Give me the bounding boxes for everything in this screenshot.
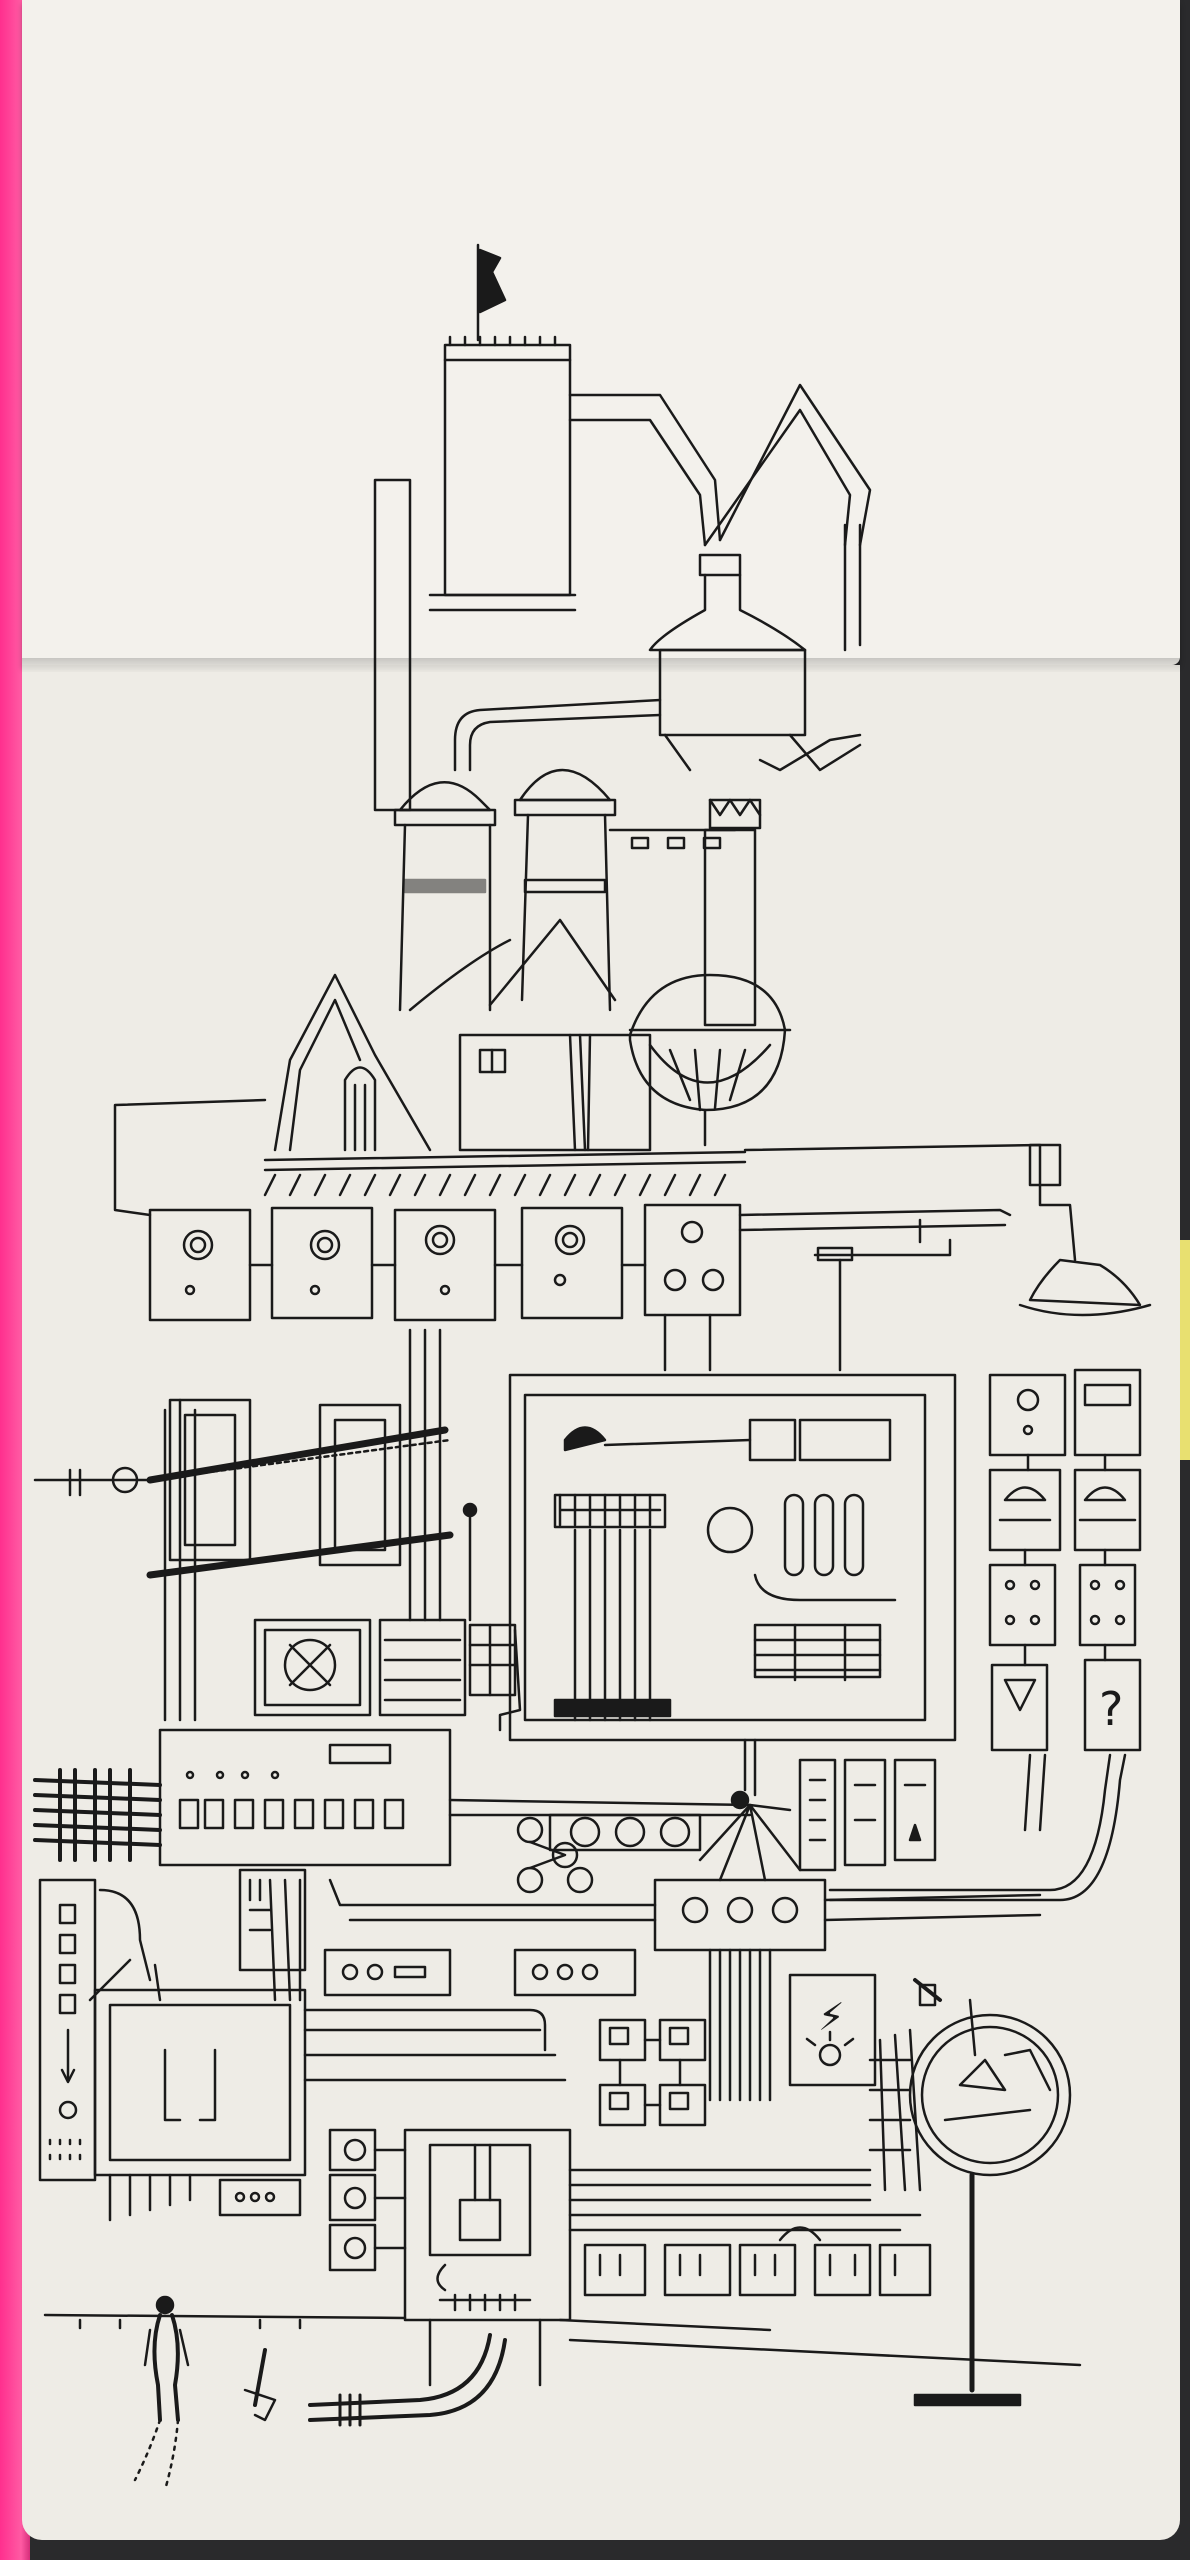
coil-assembly: [35, 1330, 476, 1720]
main-control-panel: [510, 1375, 955, 1740]
standing-figure: [135, 2297, 188, 2490]
tower: [430, 337, 575, 610]
flag: [478, 245, 505, 340]
question-mark-label: ?: [1099, 1682, 1123, 1736]
pipe-assembly: [455, 650, 860, 770]
lightning-icon: ⚡: [818, 1995, 845, 2039]
lower-circuit-board: [330, 2130, 570, 2385]
relay-strip: [570, 2170, 930, 2295]
left-gauge-panel: [40, 1880, 160, 2180]
sketchbook-page-top: [22, 0, 1180, 665]
globe-tank: [630, 975, 790, 1145]
floor-line: [45, 2315, 1080, 2365]
sticky-tab: [1178, 1240, 1190, 1460]
socket-strip: [240, 1870, 635, 2000]
big-dial: [870, 1980, 1070, 2405]
switch-cluster: [600, 2020, 705, 2125]
hanging-lamps: [610, 800, 760, 1025]
tall-chimney-left: [375, 480, 410, 810]
platform: [265, 1152, 745, 1195]
large-cabinet: [95, 1990, 565, 2220]
switch-block: [380, 1620, 520, 1730]
socket-row: [518, 1805, 800, 1892]
meter-box-row: [115, 1100, 1075, 1370]
hanging-lamp: [1020, 1260, 1150, 1315]
church-gable: [275, 975, 430, 1150]
right-instrument-column: ?: [830, 1370, 1140, 1900]
left-wall-cables: [35, 1770, 160, 1860]
tanks: [395, 770, 615, 1010]
junction-box: [330, 1880, 1040, 2100]
floor-pipe: [245, 2335, 505, 2425]
page-gutter: [22, 658, 1180, 672]
y-shaped-pipe: [570, 385, 870, 650]
fan-box: [255, 1620, 370, 1715]
building-block: [410, 920, 650, 1150]
relay-rack: [800, 1760, 935, 1870]
lightning-box: ⚡: [790, 1975, 875, 2085]
control-desk: [160, 1730, 755, 1865]
